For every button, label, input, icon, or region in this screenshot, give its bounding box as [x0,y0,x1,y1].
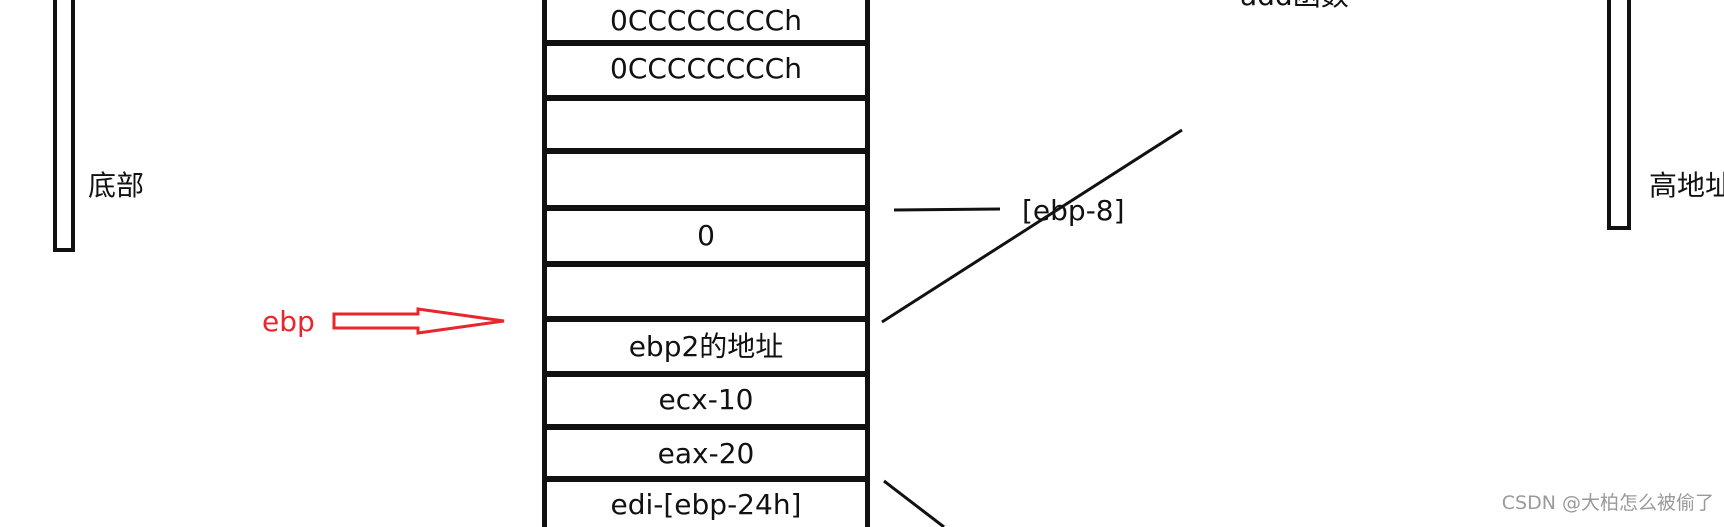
high-address-label: 高地址 [1649,169,1724,202]
lower-boundary-line [883,479,945,527]
stack-cell: 0CCCCCCCCh [610,52,802,85]
stack-divider [547,205,865,211]
stack-frame: 0CCCCCCCCh 0CCCCCCCCh 0 ebp2的地址 ecx-10 e… [542,0,870,527]
ebp-arrow [332,307,505,335]
stack-cell: ebp2的地址 [628,329,784,363]
stack-cell: ecx-10 [658,383,754,416]
add-function-boundary-line [881,128,1183,324]
stack-divider [547,316,865,322]
stack-divider [547,95,865,101]
left-stack-bar [53,0,75,252]
stack-divider [547,371,865,377]
stack-cell: edi-[ebp-24h] [610,487,802,521]
stack-divider [547,424,865,430]
right-stack-bar [1607,0,1631,230]
stack-cell: 0 [697,219,715,252]
stack-divider [547,148,865,154]
stack-cell: 0CCCCCCCCh [610,3,802,37]
stack-divider [547,476,865,482]
stack-divider [547,40,865,46]
stack-cell: eax-20 [657,436,755,470]
bottom-label: 底部 [88,169,145,202]
ebp-minus-8-pointer-line [893,207,1001,212]
ebp-pointer-label: ebp [262,305,315,338]
stack-divider [547,261,865,267]
add-function-label: add函数 [1240,0,1349,10]
watermark: CSDN @大柏怎么被偷了 [1501,492,1714,514]
